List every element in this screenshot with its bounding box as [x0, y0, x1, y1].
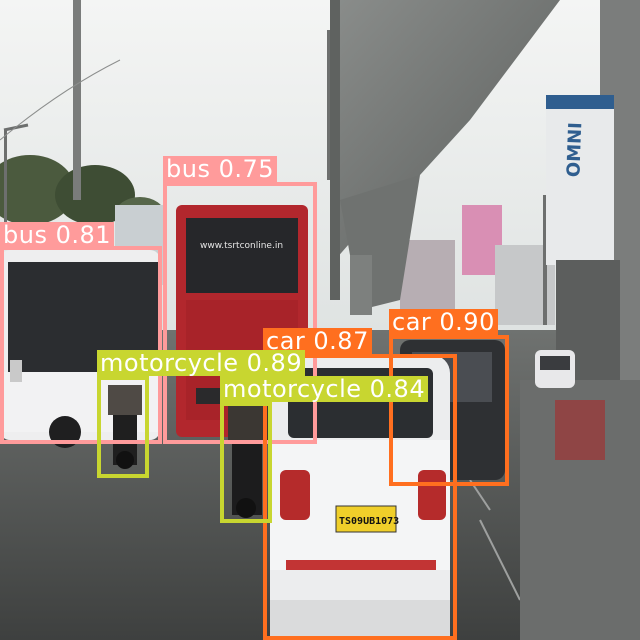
label-car-front: car 0.87 — [263, 328, 372, 354]
buildings-background — [115, 205, 555, 325]
bbox-car-front — [263, 354, 457, 640]
license-plate: TS09UB1073 — [339, 516, 399, 527]
overhead-wires — [0, 59, 121, 141]
bbox-bus-left — [0, 246, 162, 444]
bbox-moto-left — [97, 376, 149, 478]
omni-sign-text: OMNI — [563, 122, 586, 178]
label-car-right: car 0.90 — [389, 309, 498, 335]
moto-mid-body — [228, 400, 268, 518]
label-moto-left: motorcycle 0.89 — [97, 350, 306, 376]
bus-window-text: www.tsrtconline.in — [200, 241, 283, 251]
bbox-bus-center — [163, 182, 317, 444]
car-distant — [535, 350, 575, 388]
flyover — [330, 0, 560, 315]
bbox-car-right — [389, 335, 509, 486]
bbox-moto-mid — [220, 402, 272, 523]
label-moto-mid: motorcycle 0.84 — [220, 376, 429, 402]
label-bus-center: bus 0.75 — [163, 156, 278, 182]
label-bus-left: bus 0.81 — [0, 222, 115, 248]
